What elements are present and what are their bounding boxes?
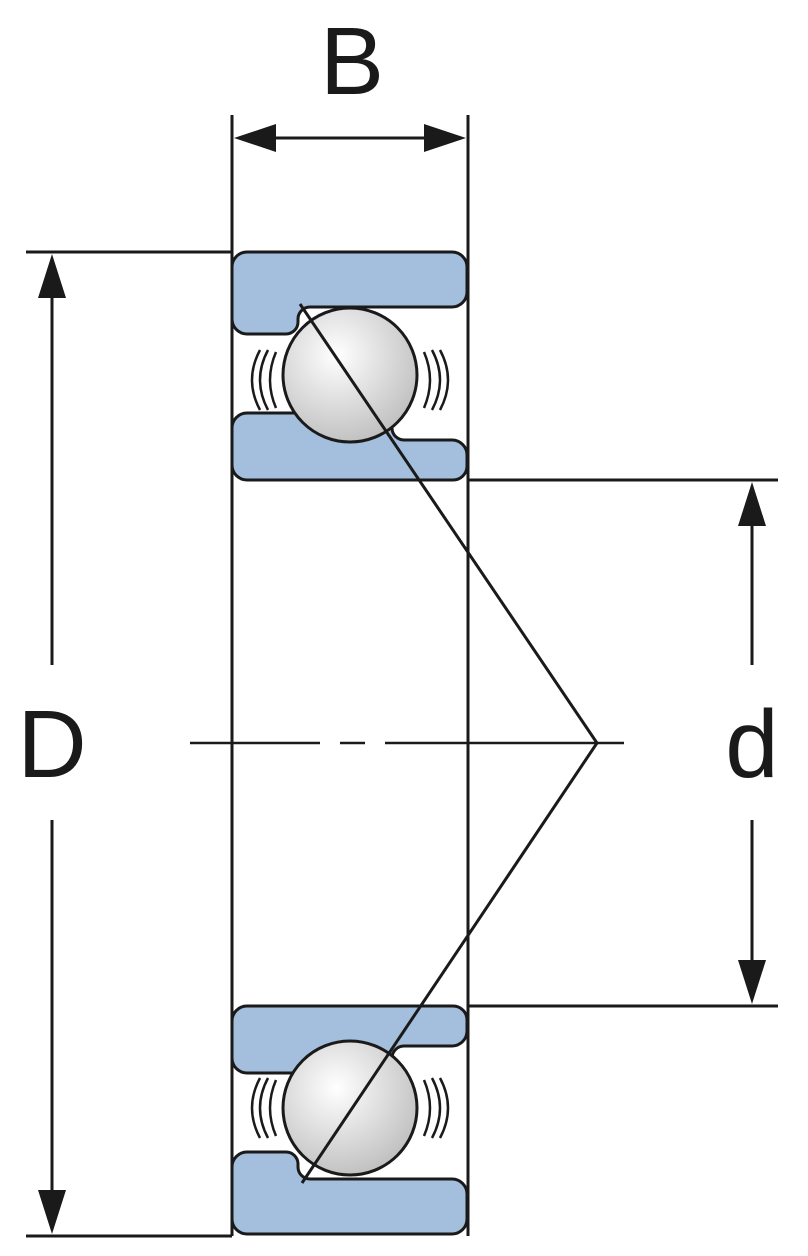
bore-diameter-arrow-bottom — [738, 960, 766, 1004]
width-arrow-left — [234, 124, 276, 152]
outer-diameter-arrow-top — [38, 254, 66, 298]
outer-ring-bottom — [230, 1150, 469, 1236]
top-bearing-section — [230, 250, 469, 482]
cage-bottom — [250, 1077, 450, 1139]
outer-ring-top — [230, 250, 469, 336]
ball-bottom — [281, 1039, 419, 1177]
label-width: B — [320, 8, 384, 115]
ball-top — [281, 306, 419, 444]
bore-diameter-dimension: d — [468, 478, 779, 1008]
cage-top — [250, 349, 450, 411]
bore-diameter-arrow-top — [738, 482, 766, 526]
outer-diameter-dimension: D — [17, 250, 232, 1238]
contact-angle-lines — [298, 303, 599, 1184]
width-dimension: B — [230, 8, 470, 252]
label-bore-diameter: d — [725, 691, 778, 798]
bottom-bearing-section — [230, 1004, 469, 1236]
width-arrow-right — [424, 124, 466, 152]
label-outer-diameter: D — [17, 691, 86, 798]
outer-diameter-arrow-bottom — [38, 1190, 66, 1234]
